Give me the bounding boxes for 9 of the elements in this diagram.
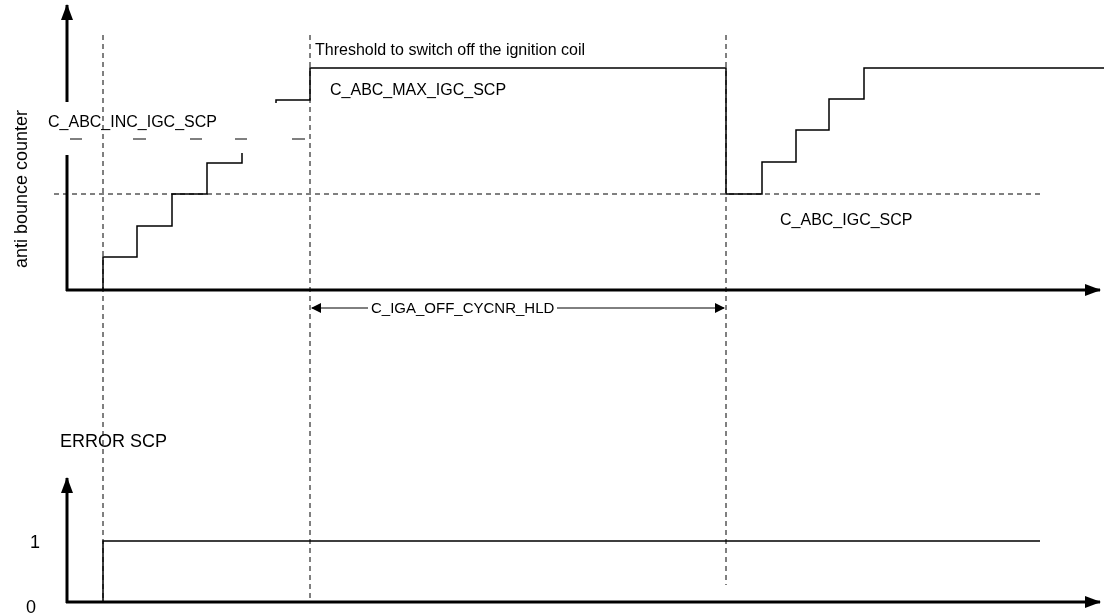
signal-label: C_ABC_INC_IGC_SCP [48,114,217,130]
axis-tick-label: 0 [26,598,36,615]
signal-label: C_ABC_MAX_IGC_SCP [330,82,507,98]
signal-label: C_ABC_IGC_SCP [780,212,913,228]
axis-label: anti bounce counter [12,109,30,268]
threshold-label: Threshold to switch off the ignition coil [315,42,586,58]
axis-tick-label: 1 [30,533,40,551]
dimension-label: C_IGA_OFF_CYCNR_HLD [368,300,558,315]
axis-label: ERROR SCP [60,432,167,450]
